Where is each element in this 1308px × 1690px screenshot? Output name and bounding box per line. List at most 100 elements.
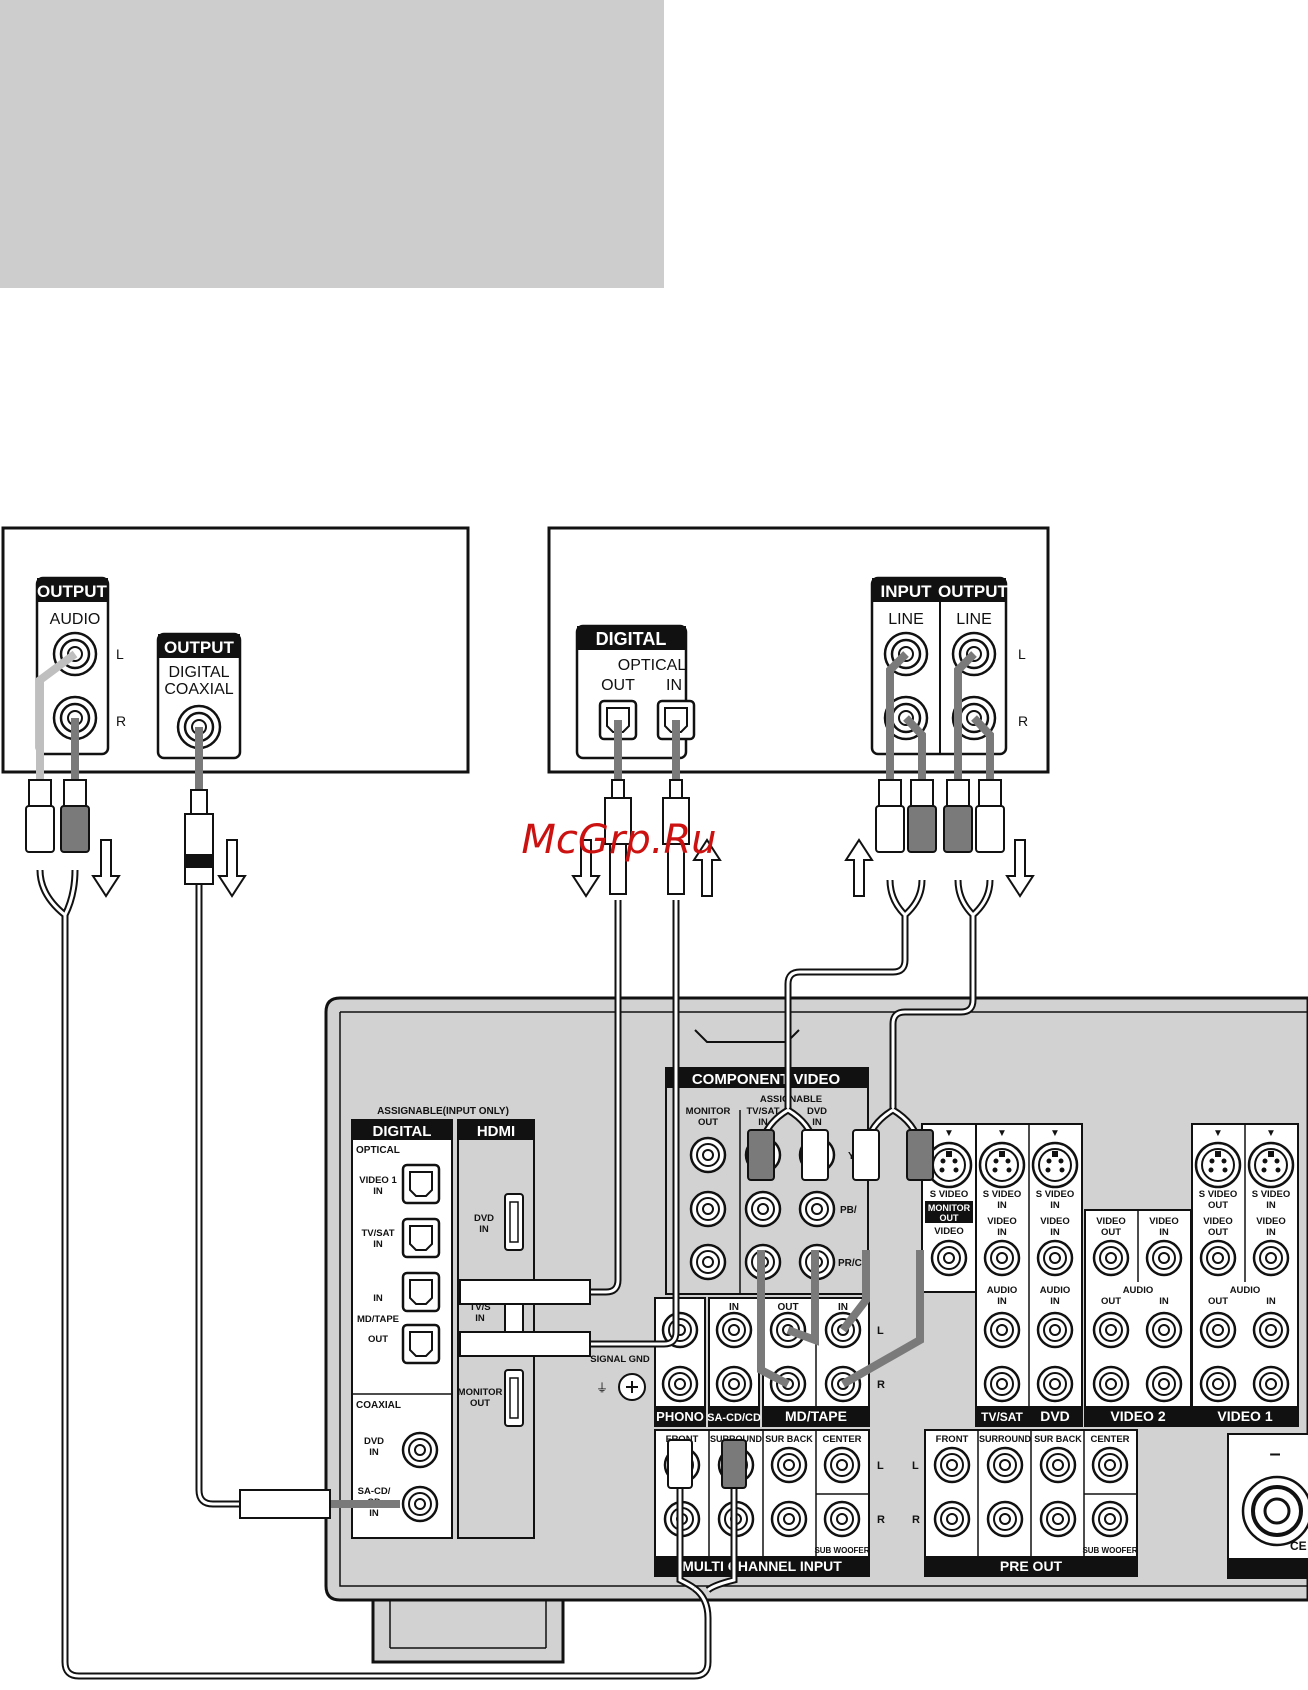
po-subwoofer-jack[interactable] [1091,1500,1129,1538]
cd-coax-down-arrow-icon [218,839,246,897]
cables [36,650,994,1680]
coax-sacd-in-label-3: IN [369,1508,379,1519]
audio-r-label: R [877,1379,885,1391]
phono-r-jack[interactable] [661,1365,699,1403]
cd-digital-label: DIGITAL [168,664,229,681]
po-subwoofer-label: SUB WOOFER [1082,1546,1137,1555]
terminal-minus-label: – [1269,1443,1280,1465]
comp-tvsat-pb-jack[interactable] [744,1190,782,1228]
video-dvd-in-jack[interactable] [1036,1239,1074,1277]
video1-group-label: VIDEO 1 [1217,1408,1272,1424]
video2-audio-out-r-jack[interactable] [1092,1365,1130,1403]
svideo-video1-in-jack[interactable] [1247,1141,1295,1189]
md-l-label: L [1018,646,1026,662]
coax-sacd-in-label-1: SA-CD/ [358,1486,391,1497]
watermark-text: McGrp.Ru [521,817,716,863]
coax-dvd-in-label-1: DVD [364,1436,384,1447]
video2-video-out-label-1: VIDEO [1096,1216,1126,1227]
md-tape-header: MD/TAPE [785,1408,847,1424]
comp-dvd-pb-jack[interactable] [798,1190,836,1228]
md-output-header: OUTPUT [938,582,1009,601]
video1-audio-out-l-jack[interactable] [1199,1311,1237,1349]
optical-plug-out [604,779,632,895]
po-surround-r-jack[interactable] [986,1500,1024,1538]
mci-surback-l-jack[interactable] [770,1446,808,1484]
video1-in-label-2: IN [373,1186,383,1197]
mci-center-label: CENTER [822,1434,861,1445]
po-surround-l-jack[interactable] [986,1446,1024,1484]
video1-video-in-jack[interactable] [1252,1239,1290,1277]
po-surback-r-jack[interactable] [1039,1500,1077,1538]
coax-plug-receiver [239,1489,331,1519]
md-deck-box: DIGITAL OPTICAL OUT IN INPUT OUTPUT LINE… [547,526,1050,774]
optical-plug-in [662,779,690,895]
po-center-label: CENTER [1090,1434,1129,1445]
optical-video1-in-jack[interactable] [401,1163,441,1205]
audio-dvd-r-jack[interactable] [1036,1365,1074,1403]
video-monitor-out-jack[interactable] [930,1239,968,1277]
video2-audio-out-l-jack[interactable] [1092,1311,1130,1349]
mci-center-jack[interactable] [823,1446,861,1484]
audio-tvsat-l-jack[interactable] [983,1311,1021,1349]
tvsat-svideo-label-1: S VIDEO [983,1189,1022,1200]
cd-r-label: R [116,713,126,729]
pre-out-label: PRE OUT [1000,1558,1063,1574]
signal-gnd-label: SIGNAL GND [590,1354,650,1365]
video1-audio-in-l-jack[interactable] [1252,1311,1290,1349]
md-digital-header: DIGITAL [596,629,667,649]
svideo-tvsat-in-jack[interactable] [978,1141,1026,1189]
pre-out-panel: PRE OUT FRONT SURROUND SUR BACK CENTER S… [912,1429,1138,1577]
comp-monitor-y-jack[interactable] [689,1136,727,1174]
video1-audio-in-r-jack[interactable] [1252,1365,1290,1403]
hdmi-tvsat-in-label-1: TV/S [469,1302,490,1313]
mci-surback-r-jack[interactable] [770,1500,808,1538]
sacd-l-jack[interactable] [715,1311,753,1349]
audio-dvd-l-jack[interactable] [1036,1311,1074,1349]
video2-video-in-jack[interactable] [1145,1239,1183,1277]
po-front-label: FRONT [936,1434,969,1445]
po-surback-l-jack[interactable] [1039,1446,1077,1484]
signal-gnd-terminal[interactable] [618,1373,646,1401]
po-center-jack[interactable] [1091,1446,1129,1484]
md-tape-out-label: OUT [777,1302,798,1313]
comp-monitor-pr-jack[interactable] [689,1243,727,1281]
mci-subwoofer-jack[interactable] [823,1500,861,1538]
mci-r-label: R [877,1514,885,1526]
hdmi-tvsat-in-label-2: IN [475,1313,485,1324]
po-front-l-jack[interactable] [933,1446,971,1484]
video1-svideo-in-label-2: IN [1266,1200,1276,1211]
video2-audio-in-l-jack[interactable] [1145,1311,1183,1349]
video1-svideo-out-label-1: S VIDEO [1199,1189,1238,1200]
cd-audio-label: AUDIO [50,611,101,628]
tvsat-video-label-1: VIDEO [987,1216,1017,1227]
optical-tvsat-in-jack[interactable] [401,1217,441,1259]
cd-r-plug [60,779,90,853]
video1-video-out-label-1: VIDEO [1203,1216,1233,1227]
hdmi-dvd-in-label-2: IN [479,1224,489,1235]
comp-monitor-pb-jack[interactable] [689,1190,727,1228]
video2-audio-in-label: IN [1159,1296,1169,1307]
tvsat-arrow-icon: ▼ [997,1128,1007,1139]
gray-banner [0,0,664,288]
optical-md-out-jack[interactable] [401,1323,441,1365]
po-front-r-jack[interactable] [933,1500,971,1538]
audio-tvsat-r-jack[interactable] [983,1365,1021,1403]
cd-coax-plug [184,789,214,885]
receiver-digital-panel: ASSIGNABLE(INPUT ONLY) DIGITAL OPTICAL V… [351,1106,535,1539]
dvd-video-label-1: VIDEO [1040,1216,1070,1227]
coaxial-sacd-in-jack[interactable] [401,1485,439,1523]
monitor-out-arrow-icon: ▼ [944,1128,954,1139]
video2-audio-in-r-jack[interactable] [1145,1365,1183,1403]
video2-video-out-jack[interactable] [1092,1239,1130,1277]
video1-audio-in-label: IN [1266,1296,1276,1307]
video1-audio-out-r-jack[interactable] [1199,1365,1237,1403]
video1-video-out-jack[interactable] [1199,1239,1237,1277]
optical-md-in-jack[interactable] [401,1271,441,1313]
svideo-video1-out-jack[interactable] [1194,1141,1242,1189]
video-tvsat-in-jack[interactable] [983,1239,1021,1277]
sacd-r-jack[interactable] [715,1365,753,1403]
tvsat-svideo-label-2: IN [997,1200,1007,1211]
coaxial-dvd-in-jack[interactable] [401,1431,439,1469]
video1-out-arrow-icon: ▼ [1213,1128,1223,1139]
svideo-dvd-in-jack[interactable] [1031,1141,1079,1189]
